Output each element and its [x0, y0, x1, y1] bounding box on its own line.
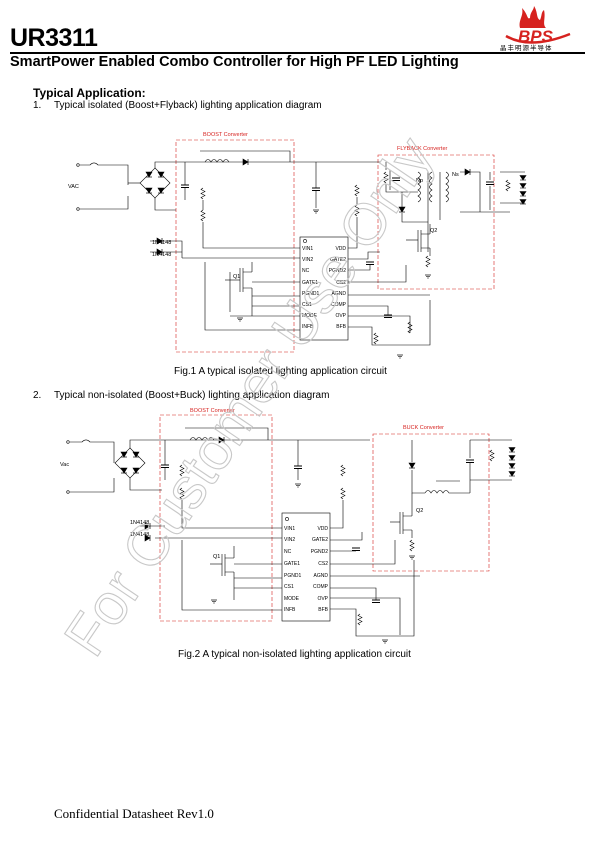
- svg-text:CS1: CS1: [302, 302, 312, 308]
- footer-text: Confidential Datasheet Rev1.0: [54, 806, 214, 821]
- page-subtitle: SmartPower Enabled Combo Controller for …: [10, 54, 459, 70]
- item-2-text: Typical non-isolated (Boost+Buck) lighti…: [54, 390, 330, 401]
- fig1-q2: Q2: [430, 228, 437, 234]
- item-2-number: 2.: [33, 390, 42, 401]
- svg-text:PGND2: PGND2: [329, 268, 346, 274]
- svg-text:VIN1: VIN1: [302, 246, 313, 252]
- svg-text:CS2: CS2: [318, 561, 328, 567]
- svg-text:CS1: CS1: [284, 584, 294, 590]
- svg-text:MODE: MODE: [302, 313, 318, 319]
- fig1-vac-label: VAC: [68, 184, 79, 190]
- fig2-boost-label: BOOST Converter: [190, 408, 235, 414]
- fig2-caption: Fig.2 A typical non-isolated lighting ap…: [178, 649, 411, 660]
- fig2-vac-label: Vac: [60, 462, 69, 468]
- fig1-circuit: [76, 139, 527, 359]
- fig1-diode-top: 1N4148: [152, 240, 171, 246]
- fig2-q1: Q1: [213, 554, 220, 560]
- svg-text:CS2: CS2: [336, 280, 346, 286]
- svg-text:COMP: COMP: [331, 302, 347, 308]
- svg-text:NC: NC: [284, 549, 292, 555]
- svg-text:GATE2: GATE2: [312, 537, 328, 543]
- fig1-boost-label: BOOST Converter: [203, 132, 248, 138]
- svg-text:BFB: BFB: [336, 324, 346, 330]
- svg-text:VDD: VDD: [317, 526, 328, 532]
- svg-text:INFB: INFB: [302, 324, 314, 330]
- svg-text:AGND: AGND: [332, 291, 347, 297]
- svg-text:AGND: AGND: [314, 573, 329, 579]
- fig1-caption: Fig.1 A typical isolated lighting applic…: [174, 366, 387, 377]
- fig2-diode-top: 1N4148: [130, 520, 149, 526]
- svg-text:VIN2: VIN2: [302, 257, 313, 263]
- fig1-np: Np: [416, 178, 423, 184]
- svg-text:PGND1: PGND1: [284, 573, 301, 579]
- fig1-flyback-label: FLYBACK Converter: [397, 146, 448, 152]
- svg-text:NC: NC: [302, 268, 310, 274]
- section-heading: Typical Application:: [33, 86, 146, 100]
- svg-text:PGND1: PGND1: [302, 291, 319, 297]
- svg-text:VDD: VDD: [335, 246, 346, 252]
- part-number: UR3311: [10, 24, 98, 52]
- fig1-q1: Q1: [233, 274, 240, 280]
- fig1-diode-bot: 1N4148: [152, 252, 171, 258]
- item-1-number: 1.: [33, 100, 42, 111]
- svg-text:VIN1: VIN1: [284, 526, 295, 532]
- svg-text:VIN2: VIN2: [284, 537, 295, 543]
- bps-logo: BPS: [505, 6, 571, 46]
- svg-text:BFB: BFB: [318, 607, 328, 613]
- item-1-text: Typical isolated (Boost+Flyback) lightin…: [54, 100, 322, 111]
- fig1-ns: Ns: [452, 172, 459, 178]
- svg-text:MODE: MODE: [284, 596, 300, 602]
- svg-text:OVP: OVP: [335, 313, 346, 319]
- fig2-q2: Q2: [416, 508, 423, 514]
- svg-text:GATE1: GATE1: [284, 561, 300, 567]
- svg-text:GATE1: GATE1: [302, 280, 318, 286]
- svg-text:PGND2: PGND2: [311, 549, 328, 555]
- fig2-circuit: [66, 414, 516, 644]
- svg-text:INFB: INFB: [284, 607, 296, 613]
- svg-text:GATE2: GATE2: [330, 257, 346, 263]
- svg-text:OVP: OVP: [317, 596, 328, 602]
- header-rule: [10, 52, 585, 54]
- fig2-buck-label: BUCK Converter: [403, 425, 444, 431]
- logo-tagline: 晶丰明源半导体: [500, 45, 553, 52]
- svg-text:COMP: COMP: [313, 584, 329, 590]
- fig2-diode-bot: 1N4148: [130, 532, 149, 538]
